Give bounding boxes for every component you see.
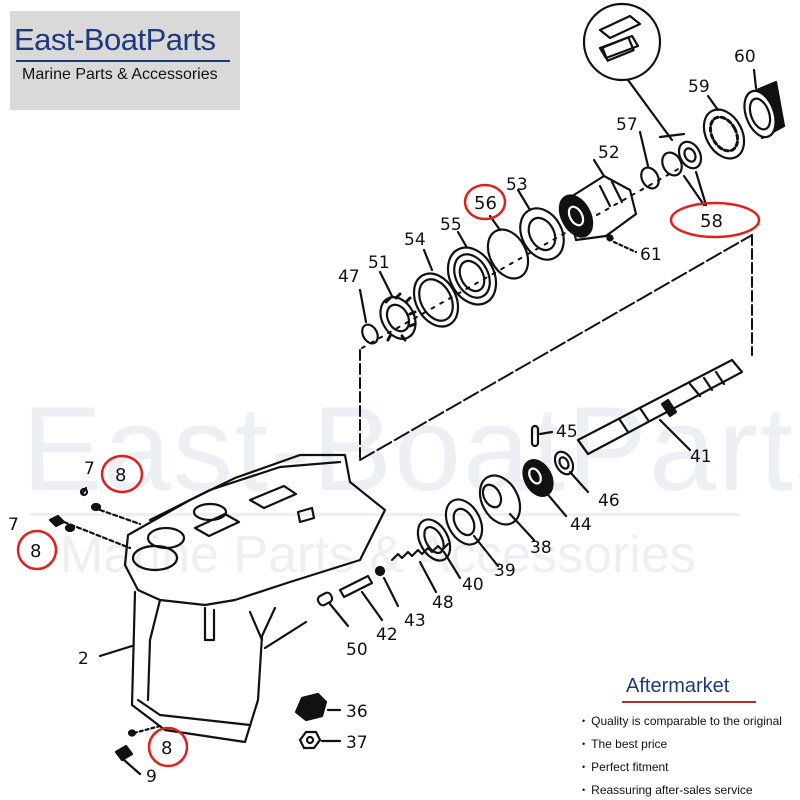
part-45-pin bbox=[530, 424, 554, 448]
label-38: 38 bbox=[530, 538, 552, 558]
label-42: 42 bbox=[376, 625, 398, 645]
label-44: 44 bbox=[570, 515, 592, 535]
part-9-leader bbox=[122, 758, 142, 776]
label-7-upper: 7 bbox=[84, 459, 95, 479]
part-54-ring bbox=[412, 248, 460, 328]
feature-item: Reassuring after-sales service bbox=[582, 779, 782, 800]
watermark-divider bbox=[30, 513, 740, 516]
feature-item: The best price bbox=[582, 733, 782, 756]
aftermarket-underline bbox=[622, 701, 756, 703]
label-36: 36 bbox=[346, 702, 368, 722]
washer-8-upper bbox=[90, 502, 142, 526]
part-46-washer bbox=[553, 450, 590, 494]
part-48-spring bbox=[390, 542, 450, 594]
part-41-propeller-shaft bbox=[576, 358, 744, 456]
assembly-guide-lines bbox=[359, 167, 753, 461]
highlight-circle-8-lower bbox=[147, 726, 189, 768]
label-8-lower: 8 bbox=[161, 738, 172, 759]
label-45: 45 bbox=[556, 422, 578, 442]
brand-tagline: Marine Parts & Accessories bbox=[22, 66, 218, 83]
label-8-side: 8 bbox=[30, 541, 41, 562]
highlight-circle-8-upper bbox=[100, 454, 144, 494]
part-59-ring bbox=[702, 94, 746, 160]
part-51-gear bbox=[378, 270, 417, 342]
part-52-housing bbox=[558, 158, 638, 242]
part-36-anode bbox=[294, 692, 342, 722]
part-37-nut bbox=[298, 730, 342, 750]
part-42-rod bbox=[338, 574, 384, 622]
part-number-labels: 2 7 7 9 36 37 38 39 40 41 42 43 44 45 46… bbox=[8, 47, 756, 787]
part-57-spacer bbox=[638, 130, 660, 190]
part-44-gear bbox=[522, 459, 568, 518]
part-43-ball bbox=[374, 565, 400, 608]
feature-item: Quality is comparable to the original bbox=[582, 710, 782, 733]
label-51: 51 bbox=[368, 253, 390, 273]
label-7-side: 7 bbox=[8, 515, 19, 535]
part-47-washer bbox=[358, 288, 379, 345]
label-52: 52 bbox=[598, 143, 620, 163]
part-58-clutch-set bbox=[661, 140, 708, 207]
feature-item: Perfect fitment bbox=[582, 756, 782, 779]
label-47: 47 bbox=[338, 267, 360, 287]
washer-8-lower bbox=[127, 724, 162, 737]
label-55: 55 bbox=[440, 215, 462, 235]
label-58: 58 bbox=[700, 211, 723, 232]
label-60: 60 bbox=[734, 47, 756, 67]
highlight-markers bbox=[16, 183, 761, 768]
label-8-upper: 8 bbox=[115, 465, 126, 486]
label-53: 53 bbox=[506, 175, 528, 195]
label-56: 56 bbox=[474, 193, 497, 214]
label-39: 39 bbox=[494, 561, 516, 581]
label-43: 43 bbox=[404, 611, 426, 631]
bolt-9 bbox=[114, 744, 134, 762]
label-40: 40 bbox=[462, 575, 484, 595]
part-39-bearing bbox=[444, 498, 500, 568]
lower-unit-housing bbox=[123, 453, 387, 744]
label-54: 54 bbox=[404, 230, 426, 250]
label-50: 50 bbox=[346, 640, 368, 660]
part-2-leader bbox=[98, 644, 134, 658]
label-37: 37 bbox=[346, 733, 368, 753]
label-48: 48 bbox=[432, 593, 454, 613]
fastener-7-upper bbox=[79, 486, 89, 497]
highlight-circle-58 bbox=[669, 201, 761, 239]
part-40-seal bbox=[416, 518, 462, 580]
label-9: 9 bbox=[146, 767, 157, 787]
highlight-circle-56 bbox=[463, 183, 507, 221]
feature-list: Quality is comparable to the original Th… bbox=[582, 710, 782, 800]
highlight-circle-8-side bbox=[16, 529, 58, 571]
clutch-detail-inset bbox=[582, 2, 686, 142]
label-61: 61 bbox=[640, 245, 662, 265]
label-2: 2 bbox=[78, 649, 89, 669]
label-46: 46 bbox=[598, 491, 620, 511]
part-61-pin bbox=[606, 234, 638, 254]
part-50-pin bbox=[316, 591, 350, 628]
label-59: 59 bbox=[688, 77, 710, 97]
brand-divider bbox=[16, 60, 230, 62]
aftermarket-heading: Aftermarket bbox=[626, 675, 730, 697]
part-60-bearing bbox=[743, 68, 786, 140]
label-57: 57 bbox=[616, 115, 638, 135]
part-55-bearing bbox=[446, 230, 498, 306]
part-38-retainer bbox=[478, 474, 536, 542]
fastener-7-side bbox=[48, 514, 132, 550]
washer-8-side bbox=[64, 523, 76, 533]
brand-name: East-BoatParts bbox=[14, 22, 216, 57]
label-41: 41 bbox=[690, 447, 712, 467]
part-53-bearing bbox=[516, 188, 565, 261]
